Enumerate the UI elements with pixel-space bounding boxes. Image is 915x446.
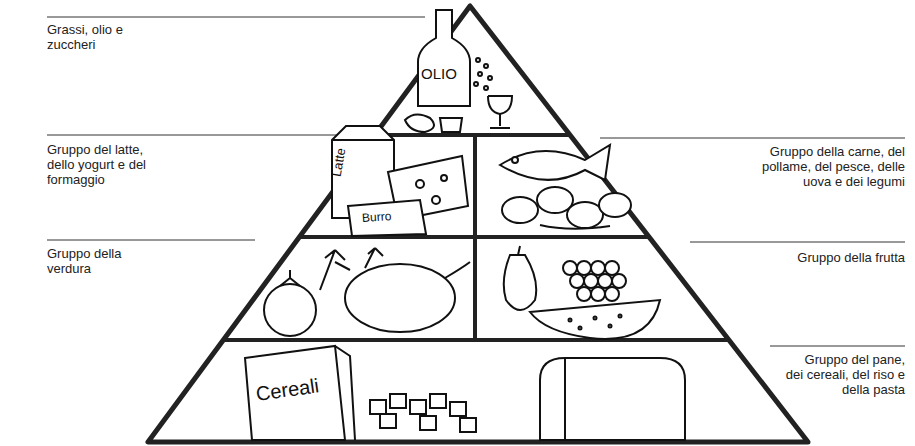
oil-bottle-illustration <box>405 10 512 132</box>
fruit-illustration-part <box>570 274 584 288</box>
protein-illustration-part <box>500 145 610 180</box>
grain-illustration-part <box>420 416 436 430</box>
oil-bottle-illustration-part <box>418 10 470 106</box>
fruit-illustration-part <box>563 261 577 275</box>
protein-illustration-part <box>537 187 573 213</box>
leader-lines-part <box>47 135 350 136</box>
group-label: Gruppo del pane, dei cereali, del riso e… <box>785 352 905 397</box>
pyramid-outline-part <box>375 133 570 137</box>
fruit-illustration-part <box>577 261 591 275</box>
dairy-illustration-part <box>416 180 424 188</box>
protein-illustration-part <box>512 157 518 163</box>
bottle-text: OLIO <box>421 66 457 81</box>
fruit-illustration-part <box>584 274 598 288</box>
oil-bottle-illustration-part <box>488 76 492 80</box>
leader-lines-part <box>770 346 905 347</box>
group-label: Grassi, olio e zuccheri <box>47 22 157 52</box>
dairy-illustration <box>332 126 468 236</box>
oil-bottle-illustration-part <box>478 72 482 76</box>
group-label: Gruppo della verdura <box>47 246 139 276</box>
protein-illustration-part <box>502 197 538 223</box>
dairy-illustration-part <box>432 196 440 204</box>
vegetable-illustration-part <box>345 264 455 332</box>
group-label: Gruppo della frutta <box>735 250 905 265</box>
pyramid-outline-part <box>473 135 477 340</box>
oil-bottle-illustration-part <box>405 114 434 132</box>
grain-illustration <box>245 346 685 440</box>
grain-illustration-part <box>564 358 566 440</box>
vegetable-illustration-part <box>365 248 383 268</box>
protein-illustration-part <box>540 225 610 229</box>
vegetable-illustration-part <box>320 250 350 290</box>
dairy-illustration-part <box>332 139 394 141</box>
fruit-illustration-part <box>577 287 591 301</box>
oil-bottle-illustration-part <box>488 96 512 128</box>
oil-bottle-illustration-part <box>476 58 480 62</box>
grain-illustration-part <box>450 402 466 416</box>
grain-illustration-part <box>430 394 446 408</box>
grain-illustration-part <box>540 358 685 440</box>
pyramid-outline <box>148 6 808 442</box>
grain-illustration-part <box>410 400 426 414</box>
fruit-illustration-part <box>569 319 572 322</box>
protein-illustration <box>500 145 631 229</box>
leader-lines-part <box>690 242 905 243</box>
vegetable-illustration-part <box>264 284 316 336</box>
grain-illustration-part <box>460 418 476 432</box>
fruit-illustration-part <box>605 287 619 301</box>
fruit-illustration-part <box>591 287 605 301</box>
leader-lines-part <box>600 138 905 139</box>
group-label: Gruppo del latte, dello yogurt e del for… <box>47 142 167 187</box>
vegetable-illustration-part <box>280 270 300 286</box>
fruit-illustration-part <box>598 274 612 288</box>
grain-illustration-part <box>390 394 406 408</box>
fruit-illustration-part <box>609 325 612 328</box>
vegetable-illustration <box>264 248 470 336</box>
dairy-illustration-part <box>441 175 447 181</box>
fruit-illustration-part <box>605 261 619 275</box>
fruit-illustration-part <box>504 255 537 310</box>
dairy-illustration-part <box>348 200 426 236</box>
fruit-illustration-part <box>612 274 626 288</box>
grain-illustration-part <box>245 346 345 440</box>
leader-lines-part <box>47 240 255 241</box>
leader-lines <box>47 17 905 346</box>
oil-bottle-illustration-part <box>440 118 462 132</box>
fruit-illustration-part <box>579 327 582 330</box>
grain-illustration-part <box>380 414 396 428</box>
fruit-illustration-part <box>518 246 520 255</box>
fruit-illustration-part <box>530 300 660 339</box>
leader-lines-part <box>47 17 425 18</box>
fruit-illustration-part <box>619 315 622 318</box>
fruit-illustration <box>504 246 660 339</box>
oil-bottle-illustration-part <box>474 82 478 86</box>
oil-bottle-illustration-part <box>484 86 488 90</box>
protein-illustration-part <box>599 193 631 217</box>
vegetable-illustration-part <box>445 262 470 278</box>
fruit-illustration-part <box>594 317 597 320</box>
grain-illustration-part <box>335 346 355 440</box>
package-text: Burro <box>362 210 392 224</box>
oil-bottle-illustration-part <box>488 96 500 114</box>
fruit-illustration-part <box>591 261 605 275</box>
grain-illustration-part <box>370 400 386 414</box>
group-label: Gruppo della carne, del pollame, del pes… <box>735 144 905 189</box>
protein-illustration-part <box>567 202 603 228</box>
pyramid-outline-part <box>148 6 808 442</box>
oil-bottle-illustration-part <box>484 64 488 68</box>
